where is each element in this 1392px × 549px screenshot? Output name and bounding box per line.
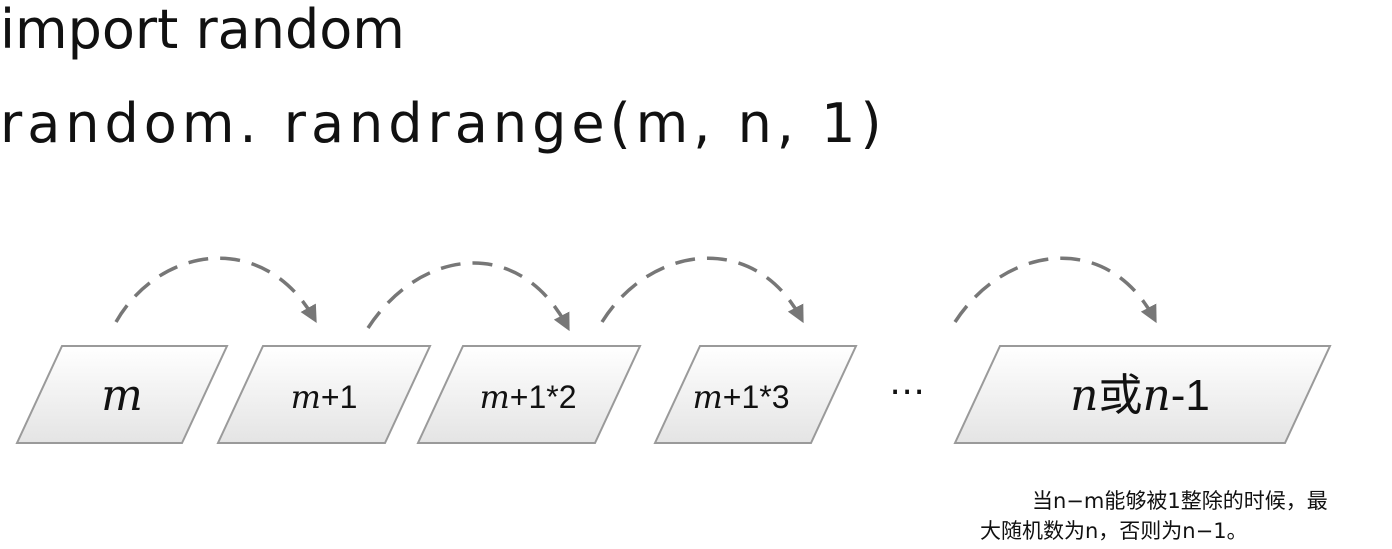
step-arrow-1 [114,256,317,324]
code-import-line: import random [0,0,405,61]
footnote-line-2: 大随机数为n，否则为n−1。 [980,519,1248,543]
cell-m-plus-1x3 [653,345,858,444]
cell-label-m-plus-1x3: m+1*3 [692,378,789,416]
step-arrow-4 [953,256,1157,324]
cell-n-or-n-minus-1 [953,345,1332,444]
cell-label-m-plus-1x2: m+1*2 [479,378,576,416]
cell-label-n-or-n-minus-1: n或n-1 [1070,370,1210,421]
cell-m-plus-1x2 [416,345,642,444]
step-arrow-3 [600,256,804,324]
code-randrange-line: random. randrange(m, n, 1) [0,92,887,155]
step-arrow-2 [366,261,570,332]
ellipsis: ⋯ [889,371,925,412]
cell-m-plus-1 [216,345,432,444]
cell-label-m-plus-1: m+1 [291,378,358,416]
cell-label-m: m [101,370,143,421]
cell-m [15,345,229,444]
footnote-line-1: 当n−m能够被1整除的时候，最 [1032,489,1328,513]
footnote: 当n−m能够被1整除的时候，最 大随机数为n，否则为n−1。 [980,486,1390,546]
